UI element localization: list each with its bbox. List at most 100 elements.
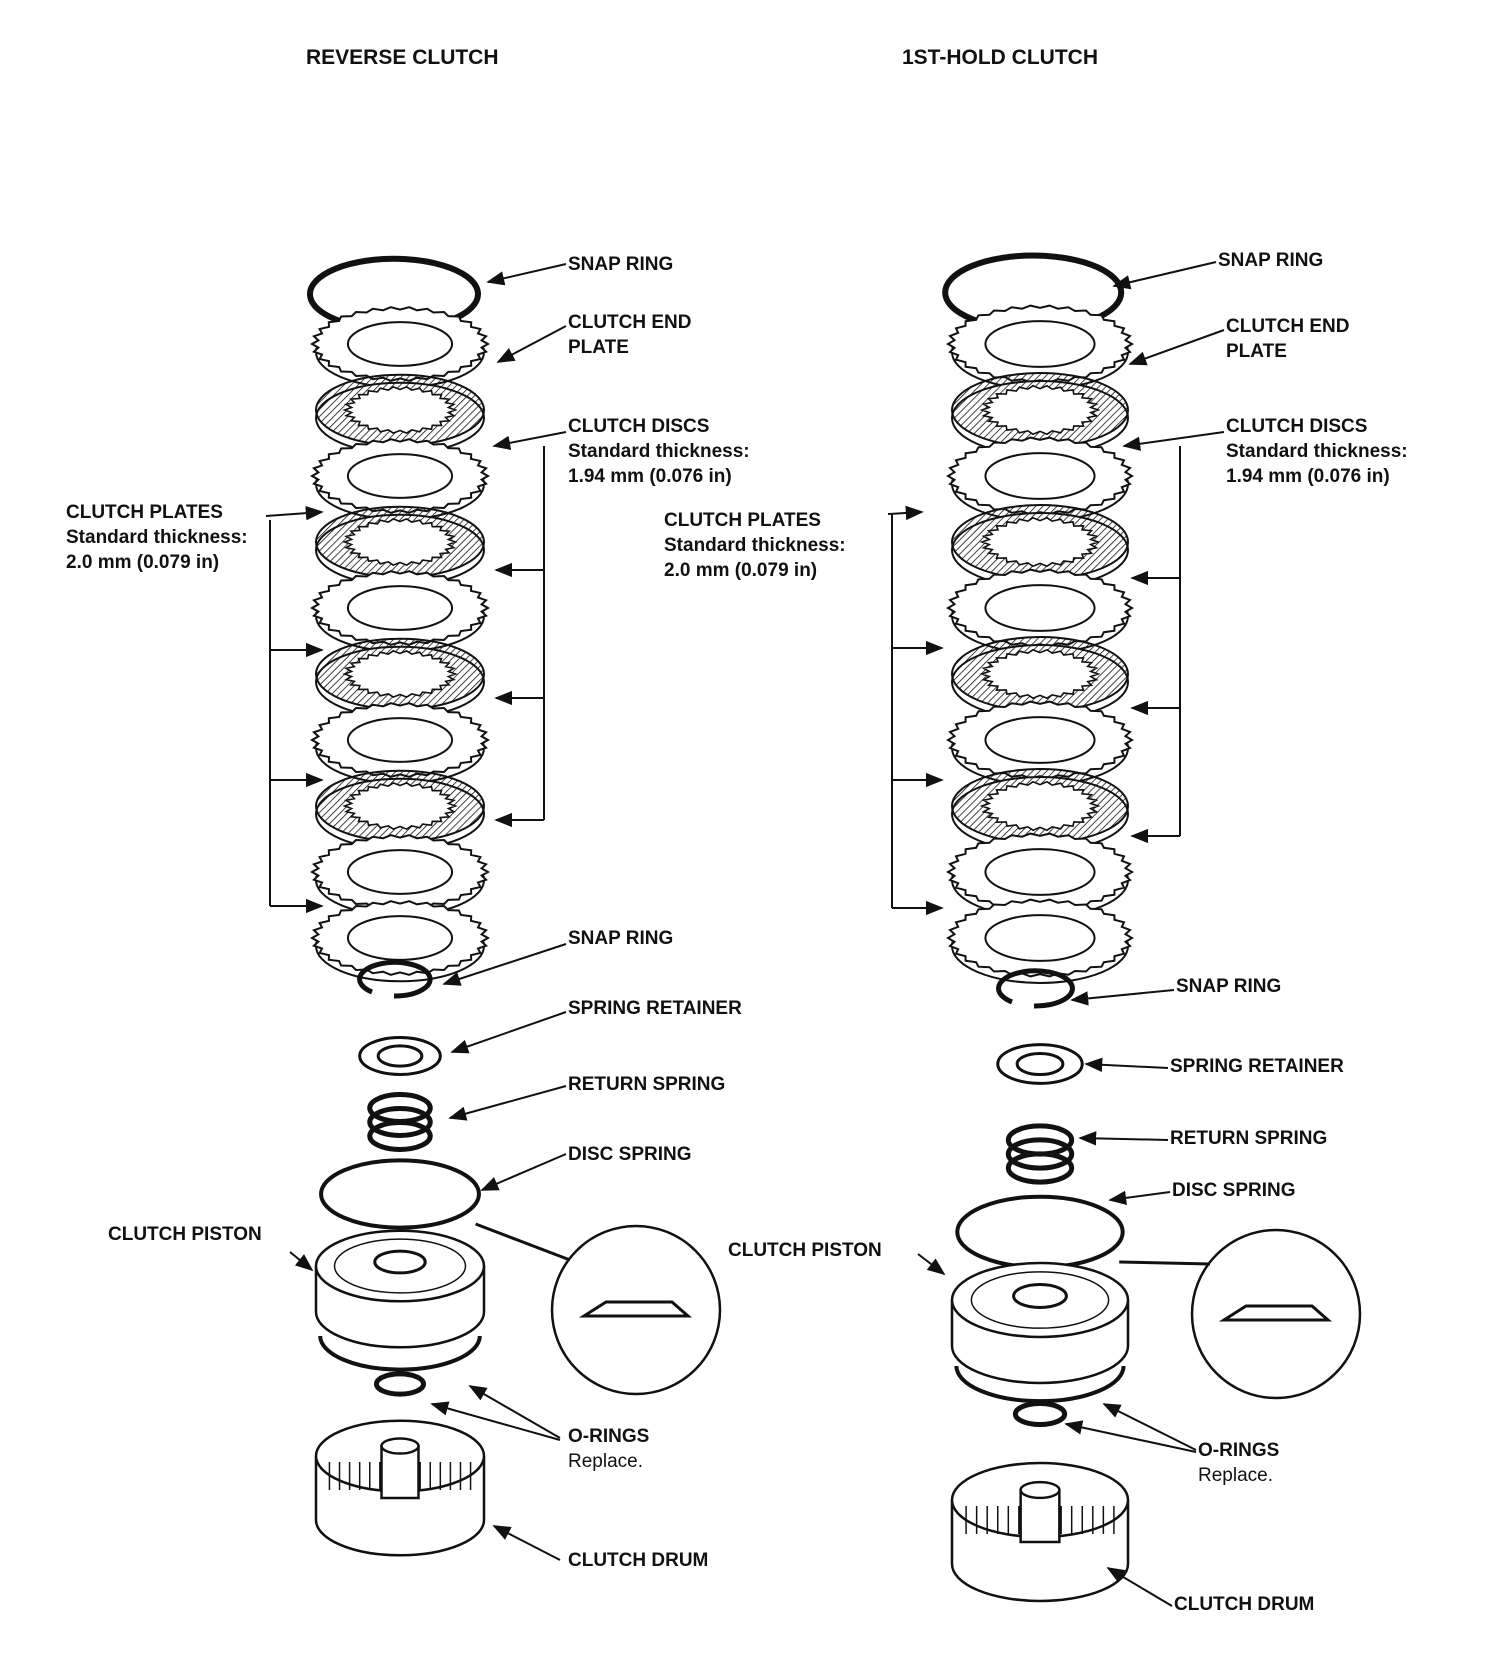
clutch-disc-2-teeth: [342, 518, 458, 566]
hold-end-plate-line1: CLUTCH END: [1226, 316, 1350, 337]
inner-o-ring: [373, 1371, 427, 1397]
clutch-disc-1-teeth: [979, 384, 1101, 436]
rev-disc-spring-label: DISC SPRING: [568, 1144, 692, 1165]
return-spring-coil-3: [1005, 1151, 1075, 1185]
reverse-clutch-stack: [306, 255, 722, 1557]
rev-end-plate-line1: CLUTCH END: [568, 312, 692, 333]
reverse-clutch-title: REVERSE CLUTCH: [306, 46, 499, 69]
hold-discs-std: Standard thickness:: [1226, 441, 1408, 462]
hold-piston-label: CLUTCH PISTON: [728, 1240, 882, 1261]
rev-discs-title: CLUTCH DISCS: [568, 416, 710, 437]
leader-6: [480, 1153, 567, 1191]
leader-13: [1128, 329, 1225, 366]
clutch-plate-4-bore: [346, 849, 454, 895]
hold-clutch-title: 1ST-HOLD CLUTCH: [902, 46, 1098, 69]
disc-spring-ring: [955, 1194, 1125, 1270]
leader-14: [1122, 431, 1225, 451]
clutch-plate-2-bore: [346, 585, 454, 631]
hold-snap-ring-mid-label: SNAP RING: [1176, 976, 1282, 997]
clutch-plate-1-bore: [346, 453, 454, 499]
leader-4: [450, 1011, 567, 1054]
inner-o-ring: [1012, 1400, 1068, 1428]
clutch-disc-3-teeth: [342, 650, 458, 698]
clutch-plate-bottom-bore: [984, 914, 1096, 962]
leader-15: [1070, 989, 1175, 1006]
hold-discs-label: CLUTCH DISCS Standard thickness: 1.94 mm…: [1226, 414, 1408, 489]
rev-discs-label: CLUTCH DISCS Standard thickness: 1.94 mm…: [568, 414, 750, 489]
drum-hub-top: [1019, 1480, 1061, 1500]
hold-snap-ring-top-label: SNAP RING: [1218, 250, 1324, 271]
leader-11: [492, 1525, 561, 1561]
clutch-disc-2-teeth: [979, 516, 1101, 568]
disc-spring-ring: [319, 1158, 481, 1230]
leader-7: [265, 505, 324, 521]
rev-spring-retainer-label: SPRING RETAINER: [568, 998, 742, 1019]
leader-1: [496, 325, 567, 363]
rev-end-plate-label: CLUTCH END PLATE: [568, 310, 692, 360]
leader-2: [492, 431, 567, 450]
spring-retainer-inner: [376, 1044, 424, 1068]
hold-plates-title: CLUTCH PLATES: [664, 510, 821, 531]
return-spring-coil-3: [367, 1120, 433, 1152]
piston-hub: [1012, 1283, 1068, 1309]
clutch-plate-1-bore: [984, 452, 1096, 500]
leader-lines: [265, 261, 1225, 1607]
rev-snap-ring-top-label: SNAP RING: [568, 254, 674, 275]
clutch-disc-1-teeth: [342, 386, 458, 434]
hold-plates-std: Standard thickness:: [664, 535, 846, 556]
hold-orings-note: Replace.: [1198, 1465, 1273, 1486]
clutch-disc-3-teeth: [979, 648, 1101, 700]
rev-plates-val: 2.0 mm (0.079 in): [66, 552, 220, 573]
clutch-plate-bottom-bore: [346, 915, 454, 961]
rev-plates-std: Standard thickness:: [66, 527, 248, 548]
disc-spring-section: [1218, 1304, 1332, 1322]
hold-discs-title: CLUTCH DISCS: [1226, 416, 1368, 437]
spring-retainer-inner: [1015, 1051, 1065, 1077]
hold-orings-title: O-RINGS: [1198, 1440, 1280, 1461]
leader-9: [468, 1385, 561, 1439]
outer-o-ring: [318, 1335, 482, 1372]
mid-snap-ring: [357, 959, 433, 999]
hold-orings-label: O-RINGS Replace.: [1198, 1438, 1279, 1488]
clutch-plate-2-bore: [984, 584, 1096, 632]
clutch-disc-4-teeth: [979, 780, 1101, 832]
hold-end-plate-label: CLUTCH END PLATE: [1226, 314, 1350, 364]
disc-spring-section: [578, 1300, 692, 1318]
hold-plates-label: CLUTCH PLATES Standard thickness: 2.0 mm…: [664, 508, 846, 583]
drum-hub: [1019, 1488, 1061, 1544]
rev-return-spring-label: RETURN SPRING: [568, 1074, 726, 1095]
top-snap-ring: [306, 255, 481, 331]
rev-discs-std: Standard thickness:: [568, 441, 750, 462]
leader-16: [1084, 1057, 1169, 1072]
piston-groove: [970, 1271, 1110, 1329]
rev-drum-label: CLUTCH DRUM: [568, 1550, 709, 1571]
leader-3: [442, 943, 567, 986]
piston-hub: [373, 1249, 427, 1275]
hold-plates-val: 2.0 mm (0.079 in): [664, 560, 818, 581]
rev-plates-label: CLUTCH PLATES Standard thickness: 2.0 mm…: [66, 500, 248, 575]
clutch-plate-3-bore: [984, 716, 1096, 764]
detail-leader: [1119, 1260, 1211, 1266]
leader-8: [289, 1251, 314, 1272]
leader-5: [448, 1085, 567, 1121]
leader-0: [486, 263, 567, 286]
leader-10: [430, 1401, 561, 1441]
end-plate-bore: [346, 321, 454, 367]
hold-spring-retainer-label: SPRING RETAINER: [1170, 1056, 1344, 1077]
leader-18: [1108, 1190, 1171, 1205]
piston-groove: [333, 1238, 467, 1294]
leader-17: [1078, 1131, 1169, 1146]
detail-leader: [475, 1222, 571, 1262]
clutch-disc-4-teeth: [342, 782, 458, 830]
hold-disc-spring-label: DISC SPRING: [1172, 1180, 1296, 1201]
rev-discs-val: 1.94 mm (0.076 in): [568, 466, 732, 487]
clutch-plate-4-bore: [984, 848, 1096, 896]
leader-20: [917, 1253, 946, 1276]
leader-21: [1102, 1403, 1197, 1451]
drum-hub-top: [380, 1437, 420, 1455]
rev-piston-label: CLUTCH PISTON: [108, 1224, 262, 1245]
leader-22: [1064, 1420, 1197, 1453]
hold-drum-label: CLUTCH DRUM: [1174, 1594, 1315, 1615]
end-plate-bore: [984, 320, 1096, 368]
top-snap-ring: [942, 252, 1125, 331]
